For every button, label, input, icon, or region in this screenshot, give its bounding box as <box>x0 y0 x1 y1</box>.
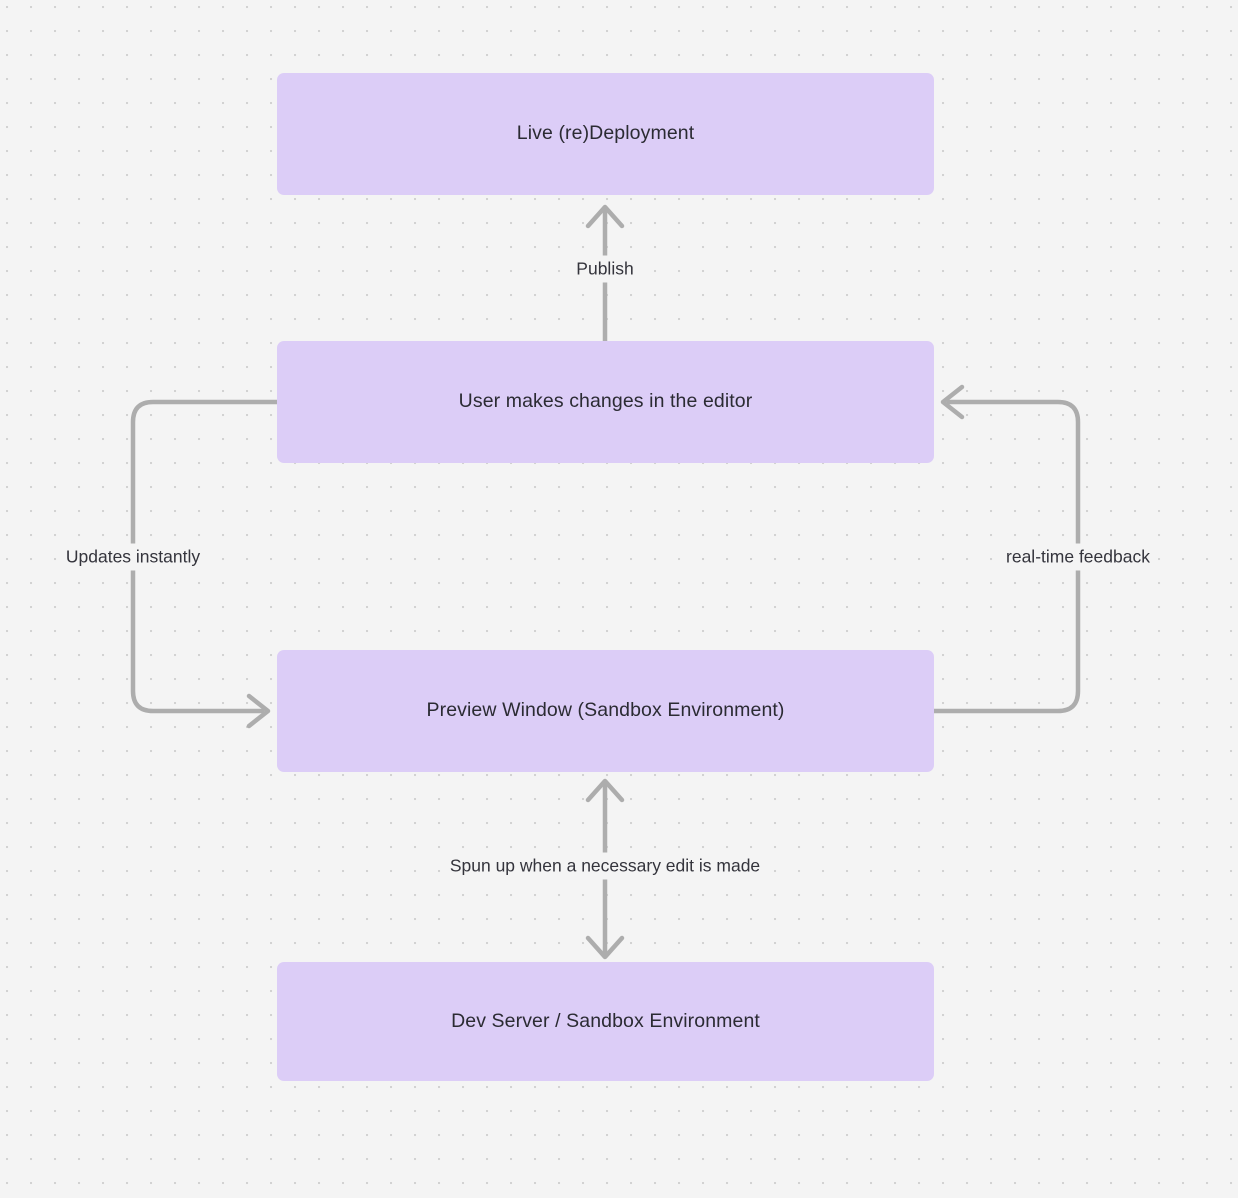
node-preview-window[interactable]: Preview Window (Sandbox Environment) <box>277 650 934 772</box>
node-label-dev-server: Dev Server / Sandbox Environment <box>451 1009 760 1032</box>
node-label-live-redeployment: Live (re)Deployment <box>516 122 695 145</box>
node-dev-server[interactable]: Dev Server / Sandbox Environment <box>277 962 934 1081</box>
node-label-user-makes-changes: User makes changes in the editor <box>458 390 753 413</box>
edge-label-real-time-feedback: real-time feedback <box>1000 543 1156 571</box>
edge-label-spun-up: Spun up when a necessary edit is made <box>443 852 767 880</box>
edge-label-updates-instantly: Updates instantly <box>59 543 207 571</box>
node-label-preview-window: Preview Window (Sandbox Environment) <box>426 699 785 722</box>
node-live-redeployment[interactable]: Live (re)Deployment <box>277 73 934 195</box>
node-user-makes-changes[interactable]: User makes changes in the editor <box>277 341 934 463</box>
edge-label-publish: Publish <box>570 255 640 283</box>
